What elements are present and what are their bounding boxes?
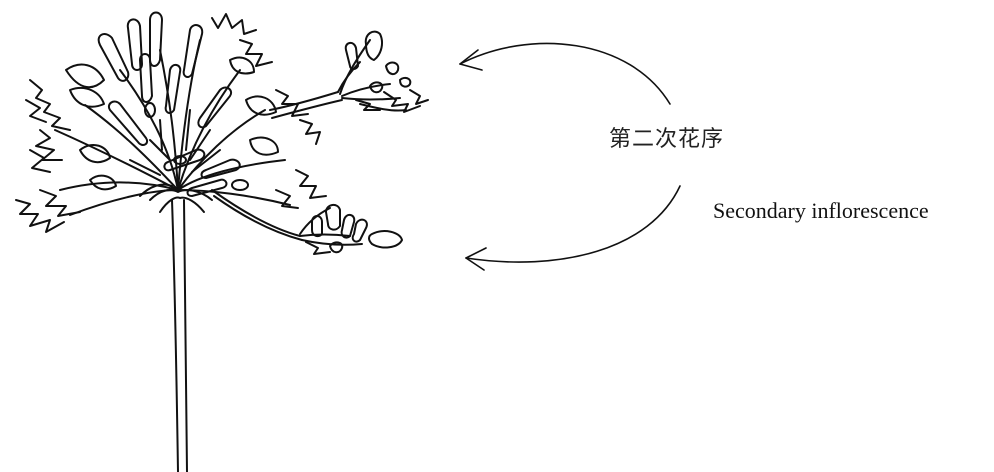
- lower-arrow-curve: [465, 185, 681, 263]
- plant-stem: [171, 199, 188, 472]
- label-secondary-inflorescence-chinese: 第二次花序: [609, 127, 725, 152]
- upper-arrow-head: [459, 49, 483, 71]
- label-secondary-inflorescence-english: Secondary inflorescence: [713, 198, 929, 223]
- annotation-arrows: [459, 42, 681, 271]
- secondary-inflorescence-upper: [269, 30, 429, 119]
- flower-head: [15, 11, 327, 233]
- lower-arrow-head: [465, 247, 487, 271]
- upper-arrow-curve: [459, 42, 671, 105]
- secondary-inflorescence-lower: [211, 189, 403, 255]
